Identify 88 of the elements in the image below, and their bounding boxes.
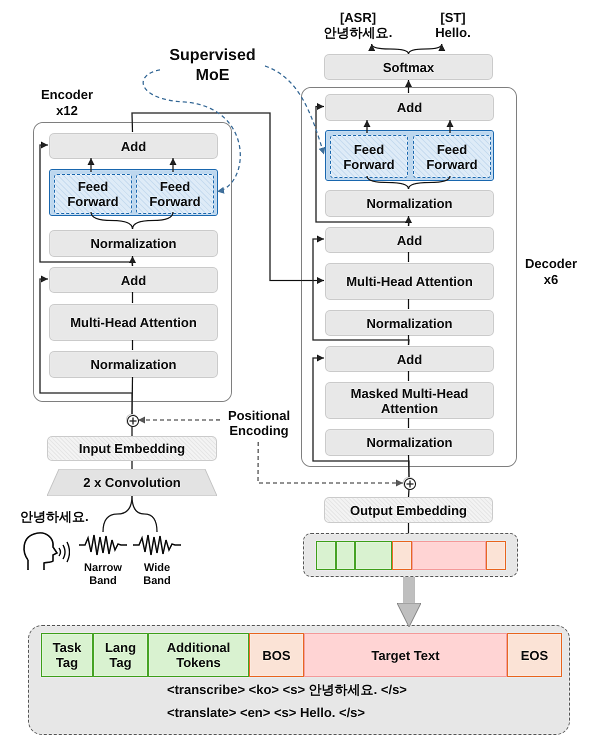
arrow	[369, 44, 410, 54]
arrow	[39, 142, 134, 266]
token-cell	[486, 541, 506, 570]
arrow	[312, 236, 410, 346]
connector-line	[408, 371, 410, 381]
token-bar	[303, 533, 518, 577]
task-tag-text: [ST]	[440, 10, 466, 25]
layer-box: Normalization	[49, 351, 218, 378]
connector-line	[366, 176, 410, 190]
block-arrow	[396, 577, 422, 628]
layer-box: Add	[49, 267, 218, 293]
connector-line	[90, 212, 134, 230]
block-heading: Encoder x12	[40, 87, 94, 119]
embedding-box: Input Embedding	[47, 436, 217, 461]
token-cell	[412, 541, 486, 570]
band-label: Wide Band	[142, 562, 172, 588]
layer-box: Normalization	[325, 310, 494, 336]
arrow	[405, 216, 412, 226]
arrow	[88, 158, 94, 172]
connector-line	[131, 461, 133, 469]
connector-line	[408, 488, 410, 498]
band-label: Narrow Band	[83, 562, 123, 588]
layer-box: Add	[325, 346, 494, 372]
connector-line	[408, 252, 410, 262]
connector-line	[408, 418, 410, 428]
connector-line	[131, 496, 158, 532]
arrow	[364, 120, 370, 133]
expert-box: Feed Forward	[54, 174, 132, 214]
annotation-text: Positional Encoding	[220, 404, 298, 442]
token-cell: Target Text	[304, 633, 507, 677]
connector-line	[408, 299, 410, 309]
token-sequence-example: <transcribe> <ko> <s> 안녕하세요. </s>	[167, 682, 407, 697]
layer-box: Normalization	[325, 190, 494, 217]
arrow	[257, 442, 403, 486]
expert-box: Feed Forward	[413, 135, 491, 178]
output-text: 안녕하세요.	[324, 25, 392, 40]
token-cell	[316, 541, 336, 570]
connector-line	[102, 496, 133, 532]
spoken-text: 안녕하세요.	[20, 508, 89, 526]
token-cell: Task Tag	[41, 633, 93, 677]
sum-circle	[126, 414, 138, 426]
layer-box: Multi-Head Attention	[325, 263, 494, 300]
token-cell: Lang Tag	[93, 633, 148, 677]
layer-box: Add	[325, 94, 494, 121]
connector-line	[132, 292, 134, 303]
arrow	[264, 65, 326, 155]
token-cell	[355, 541, 392, 570]
connector-line	[131, 426, 133, 436]
token-cell: BOS	[249, 633, 304, 677]
expert-box: Feed Forward	[330, 135, 408, 178]
layer-box: Normalization	[325, 429, 494, 456]
expert-box: Feed Forward	[136, 174, 214, 214]
layer-box: Masked Multi-Head Attention	[325, 382, 494, 419]
task-tag-text: [ASR]	[340, 10, 376, 25]
embedding-box: Output Embedding	[324, 497, 493, 523]
arrow	[312, 354, 410, 477]
arrow	[131, 112, 324, 284]
arrow	[405, 80, 412, 93]
token-cell: Additional Tokens	[148, 633, 249, 677]
expert-group-box	[325, 130, 494, 181]
layer-box: Normalization	[49, 230, 218, 257]
arrow	[446, 120, 454, 133]
expert-group-box	[49, 169, 218, 216]
layer-box: Add	[325, 227, 494, 253]
token-sequence-example: <translate> <en> <s> Hello. </s>	[167, 705, 366, 720]
token-format-panel	[28, 625, 570, 735]
connector-line	[408, 176, 451, 190]
arrow	[138, 416, 220, 424]
connector-line	[132, 212, 174, 230]
layer-box: Add	[49, 133, 218, 159]
layer-box: Softmax	[324, 54, 493, 80]
connector-line	[408, 523, 410, 533]
token-cell: EOS	[507, 633, 562, 677]
layer-box: Multi-Head Attention	[49, 304, 218, 341]
connector-line	[132, 340, 134, 350]
annotation-text: Supervised MoE	[160, 42, 265, 90]
token-cell	[336, 541, 355, 570]
convolution-trapezoid: 2 x Convolution	[47, 469, 217, 496]
arrow	[170, 158, 176, 172]
arrow	[39, 276, 133, 414]
arrow	[129, 256, 136, 266]
output-text: Hello.	[435, 25, 471, 40]
arrow	[408, 44, 444, 54]
token-cell	[392, 541, 412, 570]
block-heading: Decoder x6	[524, 256, 578, 288]
sum-circle	[403, 477, 415, 489]
arrow	[142, 69, 241, 192]
arrow	[315, 103, 410, 226]
